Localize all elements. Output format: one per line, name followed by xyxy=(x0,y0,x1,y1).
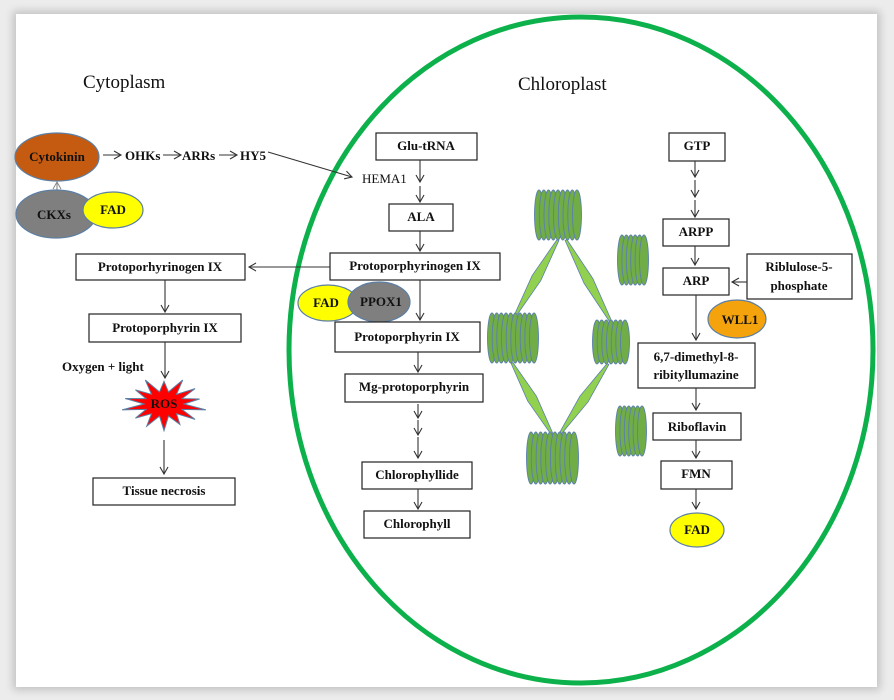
chloro-protoporphyrinogen-box[interactable]: Protoporphyrinogen IX xyxy=(329,252,501,281)
arpp-box[interactable]: ARPP xyxy=(662,218,730,247)
thylakoid-disc xyxy=(529,312,539,364)
lumazine-label-line2: ribityllumazine xyxy=(653,367,738,382)
lamella-right-bottom xyxy=(558,362,610,436)
chloroplast-membrane xyxy=(286,14,876,686)
wll1-node[interactable]: WLL1 xyxy=(707,299,767,339)
arp-box[interactable]: ARP xyxy=(662,267,730,296)
thylakoid-disc xyxy=(572,189,582,241)
oxygen-light-label: Oxygen + light xyxy=(62,359,144,374)
fad-label: FAD xyxy=(313,295,339,310)
wll1-label: WLL1 xyxy=(722,312,759,327)
lamella-top-right xyxy=(564,238,613,324)
granum-right xyxy=(592,319,630,365)
mg-protoporphyrin-box[interactable]: Mg-protoporphyrin xyxy=(344,373,484,403)
granum-left xyxy=(487,312,539,364)
cyto-protoporphyrin-box[interactable]: Protoporphyrin IX xyxy=(88,313,242,343)
fad-label: FAD xyxy=(100,202,126,217)
tissue-necrosis-label: Tissue necrosis xyxy=(123,483,206,498)
arrow-hy5-hema1 xyxy=(267,151,354,180)
ribulose-label-line1: Riblulose-5- xyxy=(765,259,832,274)
hema1-label: HEMA1 xyxy=(362,171,407,186)
thylakoid-disc xyxy=(639,234,649,286)
chlorophyllide-label: Chlorophyllide xyxy=(375,467,459,482)
lumazine-box[interactable]: 6,7-dimethyl-8- ribityllumazine xyxy=(637,342,756,389)
ckxs-label: CKXs xyxy=(37,207,71,222)
chlorophyllide-box[interactable]: Chlorophyllide xyxy=(361,461,473,490)
fmn-box[interactable]: FMN xyxy=(660,460,733,490)
cytoplasm-title: Cytoplasm xyxy=(83,72,166,93)
ribulose-label-line2: phosphate xyxy=(770,278,827,293)
thylakoid-disc xyxy=(620,319,630,365)
ros-label: ROS xyxy=(151,396,178,411)
riboflavin-label: Riboflavin xyxy=(668,419,727,434)
thylakoid-disc xyxy=(569,431,579,485)
arrs-label: ARRs xyxy=(182,148,215,163)
arpp-label: ARPP xyxy=(679,224,714,239)
stroma-lamellae xyxy=(510,238,613,436)
ckxs-node[interactable]: CKXs xyxy=(15,189,97,239)
gtp-label: GTP xyxy=(684,138,711,153)
cyto-protoporphyrinogen-label: Protoporhyrinogen IX xyxy=(98,259,223,274)
granum-small-lower xyxy=(615,405,647,457)
ala-label: ALA xyxy=(407,209,435,224)
ohks-label: OHKs xyxy=(125,148,160,163)
lamella-left-bottom xyxy=(510,361,554,436)
chloroplast-title: Chloroplast xyxy=(518,74,607,95)
chlorophyll-label: Chlorophyll xyxy=(384,516,451,531)
ros-starburst[interactable]: ROS xyxy=(121,379,207,433)
fad-label: FAD xyxy=(684,522,710,537)
glu-trna-label: Glu-tRNA xyxy=(397,138,455,153)
chloro-protoporphyrinogen-label: Protoporphyrinogen IX xyxy=(349,258,481,273)
glu-trna-box[interactable]: Glu-tRNA xyxy=(375,132,478,161)
fad-node-cytoplasm[interactable]: FAD xyxy=(82,191,144,229)
lumazine-label-line1: 6,7-dimethyl-8- xyxy=(654,349,739,364)
ppox1-label: PPOX1 xyxy=(360,294,402,309)
fmn-label: FMN xyxy=(681,466,711,481)
ribulose-5-phosphate-box[interactable]: Riblulose-5- phosphate xyxy=(746,253,853,300)
lamella-top-left xyxy=(513,238,560,318)
gtp-box[interactable]: GTP xyxy=(668,132,726,162)
cytokinin-node[interactable]: Cytokinin xyxy=(14,132,100,182)
cyto-protoporphyrinogen-box[interactable]: Protoporhyrinogen IX xyxy=(75,253,246,281)
chloro-protoporphyrin-box[interactable]: Protoporphyrin IX xyxy=(334,321,481,353)
chlorophyll-box[interactable]: Chlorophyll xyxy=(363,510,471,539)
arp-label: ARP xyxy=(683,273,710,288)
thylakoid-grana xyxy=(487,189,649,485)
hy5-label: HY5 xyxy=(240,148,267,163)
fad-node-ppox[interactable]: FAD xyxy=(297,284,359,322)
ppox1-node[interactable]: PPOX1 xyxy=(347,281,411,323)
tissue-necrosis-box[interactable]: Tissue necrosis xyxy=(92,477,236,506)
mg-protoporphyrin-label: Mg-protoporphyrin xyxy=(359,379,470,394)
cyto-protoporphyrin-label: Protoporphyrin IX xyxy=(112,320,218,335)
granum-bottom xyxy=(526,431,579,485)
cytokinin-label: Cytokinin xyxy=(29,149,85,164)
fad-node-product[interactable]: FAD xyxy=(669,512,725,548)
granum-top xyxy=(534,189,582,241)
granum-small-upper xyxy=(617,234,649,286)
ala-box[interactable]: ALA xyxy=(388,203,454,232)
thylakoid-disc xyxy=(637,405,647,457)
chloro-protoporphyrin-label: Protoporphyrin IX xyxy=(354,329,460,344)
riboflavin-box[interactable]: Riboflavin xyxy=(652,412,742,441)
